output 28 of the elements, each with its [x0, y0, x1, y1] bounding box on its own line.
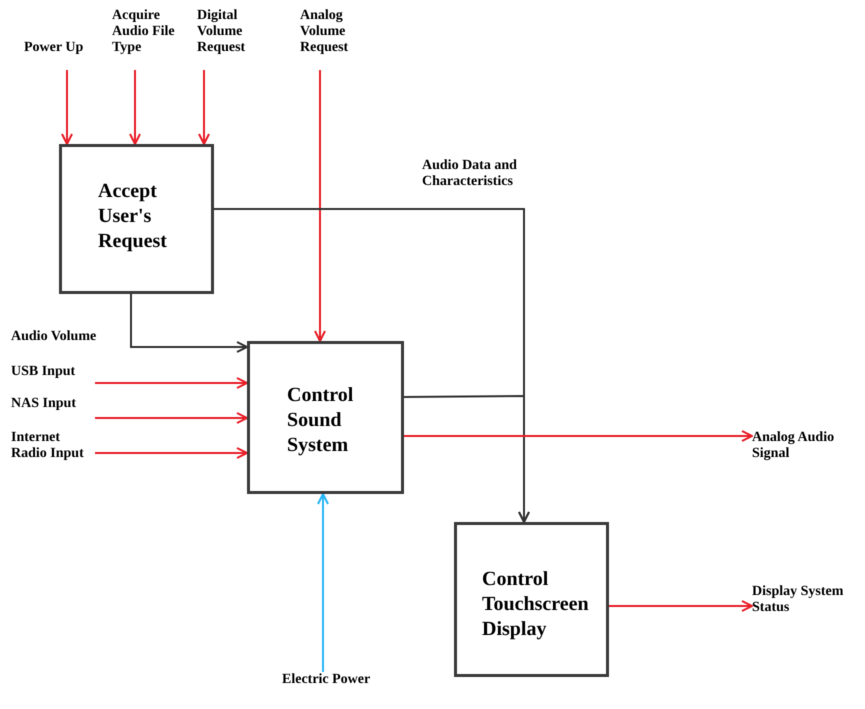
arrow — [314, 70, 326, 342]
arrow — [95, 377, 248, 389]
flow-label: Electric Power — [282, 672, 372, 688]
arrow — [130, 294, 248, 353]
flow-label: Power Up — [24, 40, 84, 56]
arrow — [198, 70, 210, 145]
arrow — [404, 395, 530, 523]
process-label: Accept User's Request — [98, 179, 168, 254]
arrow — [61, 70, 73, 145]
flow-label: Display System Status — [752, 584, 844, 616]
flow-label: NAS Input — [11, 396, 77, 412]
process-label: Control Sound System — [287, 383, 354, 458]
flow-label: Digital Volume Request — [197, 8, 246, 56]
process-box — [247, 341, 404, 494]
flow-label: Internet Radio Input — [11, 430, 85, 462]
process-box — [59, 144, 214, 294]
process-box — [454, 522, 609, 677]
flow-label: Acquire Audio File Type — [112, 8, 176, 56]
process-label: Control Touchscreen Display — [482, 567, 590, 642]
arrow — [609, 600, 753, 612]
flow-label: Analog Audio Signal — [752, 430, 836, 462]
arrow — [129, 70, 141, 145]
flow-label: Analog Volume Request — [300, 8, 350, 56]
flow-label: USB Input — [11, 364, 76, 380]
arrow — [317, 493, 329, 672]
arrow — [404, 430, 753, 442]
arrow — [95, 447, 248, 459]
arrow — [95, 412, 248, 424]
